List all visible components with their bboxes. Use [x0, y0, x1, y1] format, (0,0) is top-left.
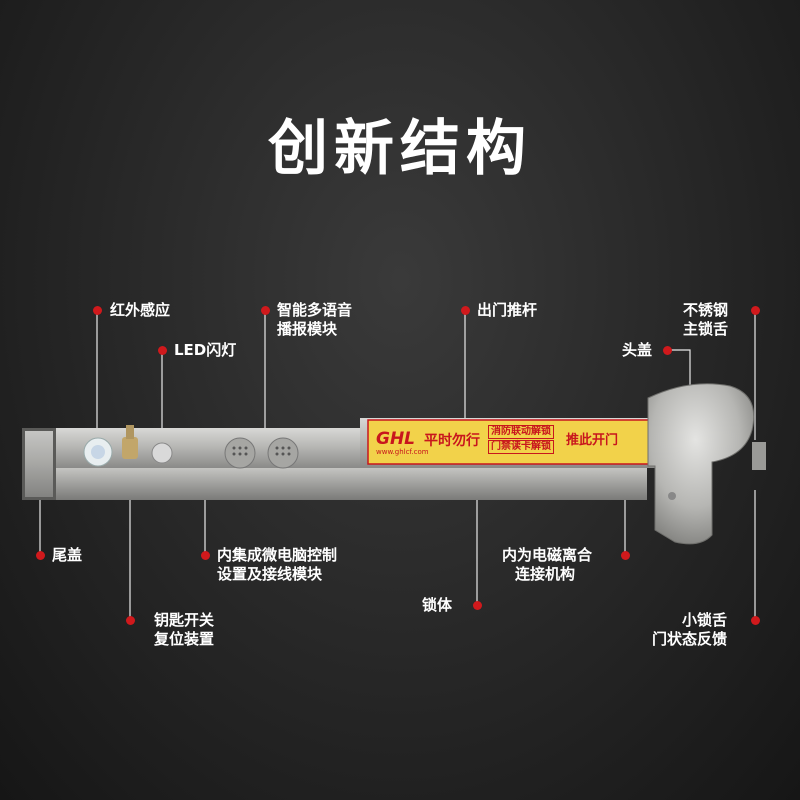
lock-body-rail: [22, 466, 647, 500]
brand-url: www.ghlcf.com: [376, 448, 429, 456]
callout-dot: [261, 306, 270, 315]
page-title: 创新结构: [268, 114, 532, 184]
callout-dot: [621, 551, 630, 560]
callout-voice-line2: 播报模块: [277, 320, 338, 338]
fire-unlock-text: 消防联动解锁: [488, 425, 554, 439]
led-icon: [151, 442, 173, 464]
callout-controller-line1: 内集成微电脑控制: [217, 546, 338, 564]
head-cover: [647, 383, 755, 545]
callout-dot: [36, 551, 45, 560]
callout-dot: [473, 601, 482, 610]
callout-steel-latch-line2: 主锁舌: [683, 320, 729, 338]
callout-tail-cover: 尾盖: [52, 546, 83, 564]
callout-em-clutch-line2: 连接机构: [515, 565, 576, 583]
callout-small-latch-line2: 门状态反馈: [652, 630, 728, 648]
callout-led: LED闪灯: [174, 341, 237, 359]
callout-controller-line2: 设置及接线模块: [217, 565, 323, 583]
callout-dot: [201, 551, 210, 560]
callout-head-cover: 头盖: [622, 341, 653, 359]
brand-logo: GHL: [376, 429, 416, 449]
callout-push-bar: 出门推杆: [477, 301, 538, 319]
push-housing: [22, 428, 367, 468]
callout-em-clutch-line1: 内为电磁离合: [502, 546, 593, 564]
push-to-open-text: 推此开门: [566, 433, 619, 448]
callout-dot: [663, 346, 672, 355]
small-latch: [752, 442, 766, 470]
callout-dot: [126, 616, 135, 625]
callout-steel-latch-line1: 不锈钢: [683, 301, 729, 319]
callout-small-latch-line1: 小锁舌: [682, 611, 728, 629]
callout-dot: [93, 306, 102, 315]
card-unlock-text: 门禁读卡解锁: [488, 440, 554, 454]
callout-key-switch-line2: 复位装置: [154, 630, 215, 648]
callout-dot: [461, 306, 470, 315]
callout-dot: [751, 306, 760, 315]
slogan-text: 平时勿行: [424, 433, 480, 449]
callout-lock-body: 锁体: [422, 596, 453, 614]
callout-key-switch-line1: 钥匙开关: [154, 611, 215, 629]
key-icon: [122, 437, 138, 459]
callout-voice-line1: 智能多语音: [277, 301, 353, 319]
callout-dot: [158, 346, 167, 355]
callout-dot: [751, 616, 760, 625]
callout-infrared: 红外感应: [110, 301, 171, 319]
